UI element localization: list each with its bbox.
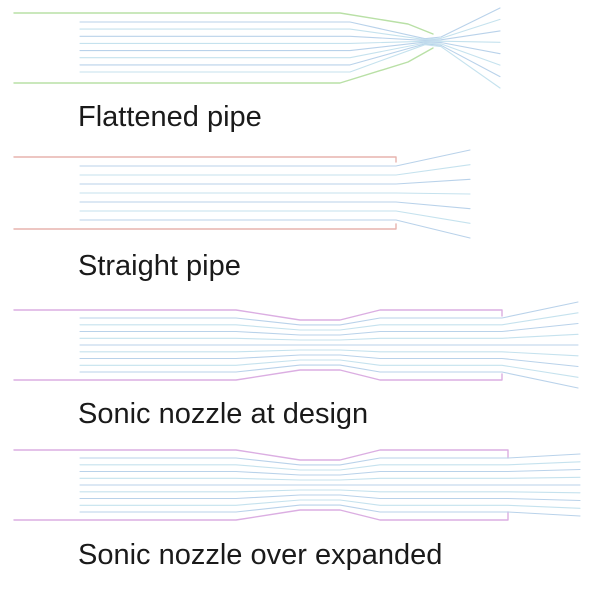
- streamline: [79, 349, 579, 357]
- sonic-nozzle-design-panel: [13, 301, 579, 389]
- bottom-wall: [13, 509, 509, 521]
- streamline: [79, 42, 501, 66]
- streamline: [79, 494, 581, 502]
- streamline: [79, 30, 501, 41]
- sonic-nozzle-over-expanded-panel: [13, 449, 581, 521]
- streamline: [79, 364, 579, 389]
- streamline: [79, 312, 579, 331]
- flattened-pipe-panel: [13, 7, 501, 89]
- streamline: [79, 178, 471, 185]
- streamline: [79, 219, 471, 239]
- streamline: [79, 453, 581, 466]
- streamline: [79, 354, 579, 368]
- top-wall: [13, 156, 397, 163]
- sonic-nozzle-design-caption: Sonic nozzle at design: [78, 398, 369, 430]
- streamline: [79, 18, 501, 41]
- streamline: [79, 40, 501, 44]
- streamline: [79, 504, 581, 517]
- sonic-nozzle-over-expanded-caption: Sonic nozzle over expanded: [78, 539, 443, 571]
- streamline: [79, 41, 501, 55]
- streamline: [79, 476, 581, 481]
- top-wall: [13, 449, 509, 461]
- bottom-wall: [13, 47, 434, 84]
- flattened-pipe-caption: Flattened pipe: [78, 101, 262, 133]
- streamline: [79, 322, 579, 336]
- streamline: [79, 44, 501, 89]
- straight-pipe-panel: [13, 149, 471, 239]
- streamline: [79, 192, 471, 195]
- streamline: [79, 489, 581, 494]
- streamline: [79, 461, 581, 471]
- bottom-wall: [13, 369, 503, 381]
- streamline: [79, 333, 579, 341]
- streamline: [79, 210, 471, 224]
- streamline: [79, 359, 579, 378]
- streamline: [79, 43, 501, 78]
- streamline: [79, 201, 471, 210]
- streamline: [79, 301, 579, 326]
- streamline: [79, 149, 471, 167]
- streamline: [79, 164, 471, 176]
- streamline: [79, 499, 581, 509]
- top-wall: [13, 12, 434, 35]
- streamline: [79, 7, 501, 40]
- top-wall: [13, 309, 503, 321]
- straight-pipe-caption: Straight pipe: [78, 250, 241, 282]
- bottom-wall: [13, 223, 397, 230]
- streamline: [79, 468, 581, 476]
